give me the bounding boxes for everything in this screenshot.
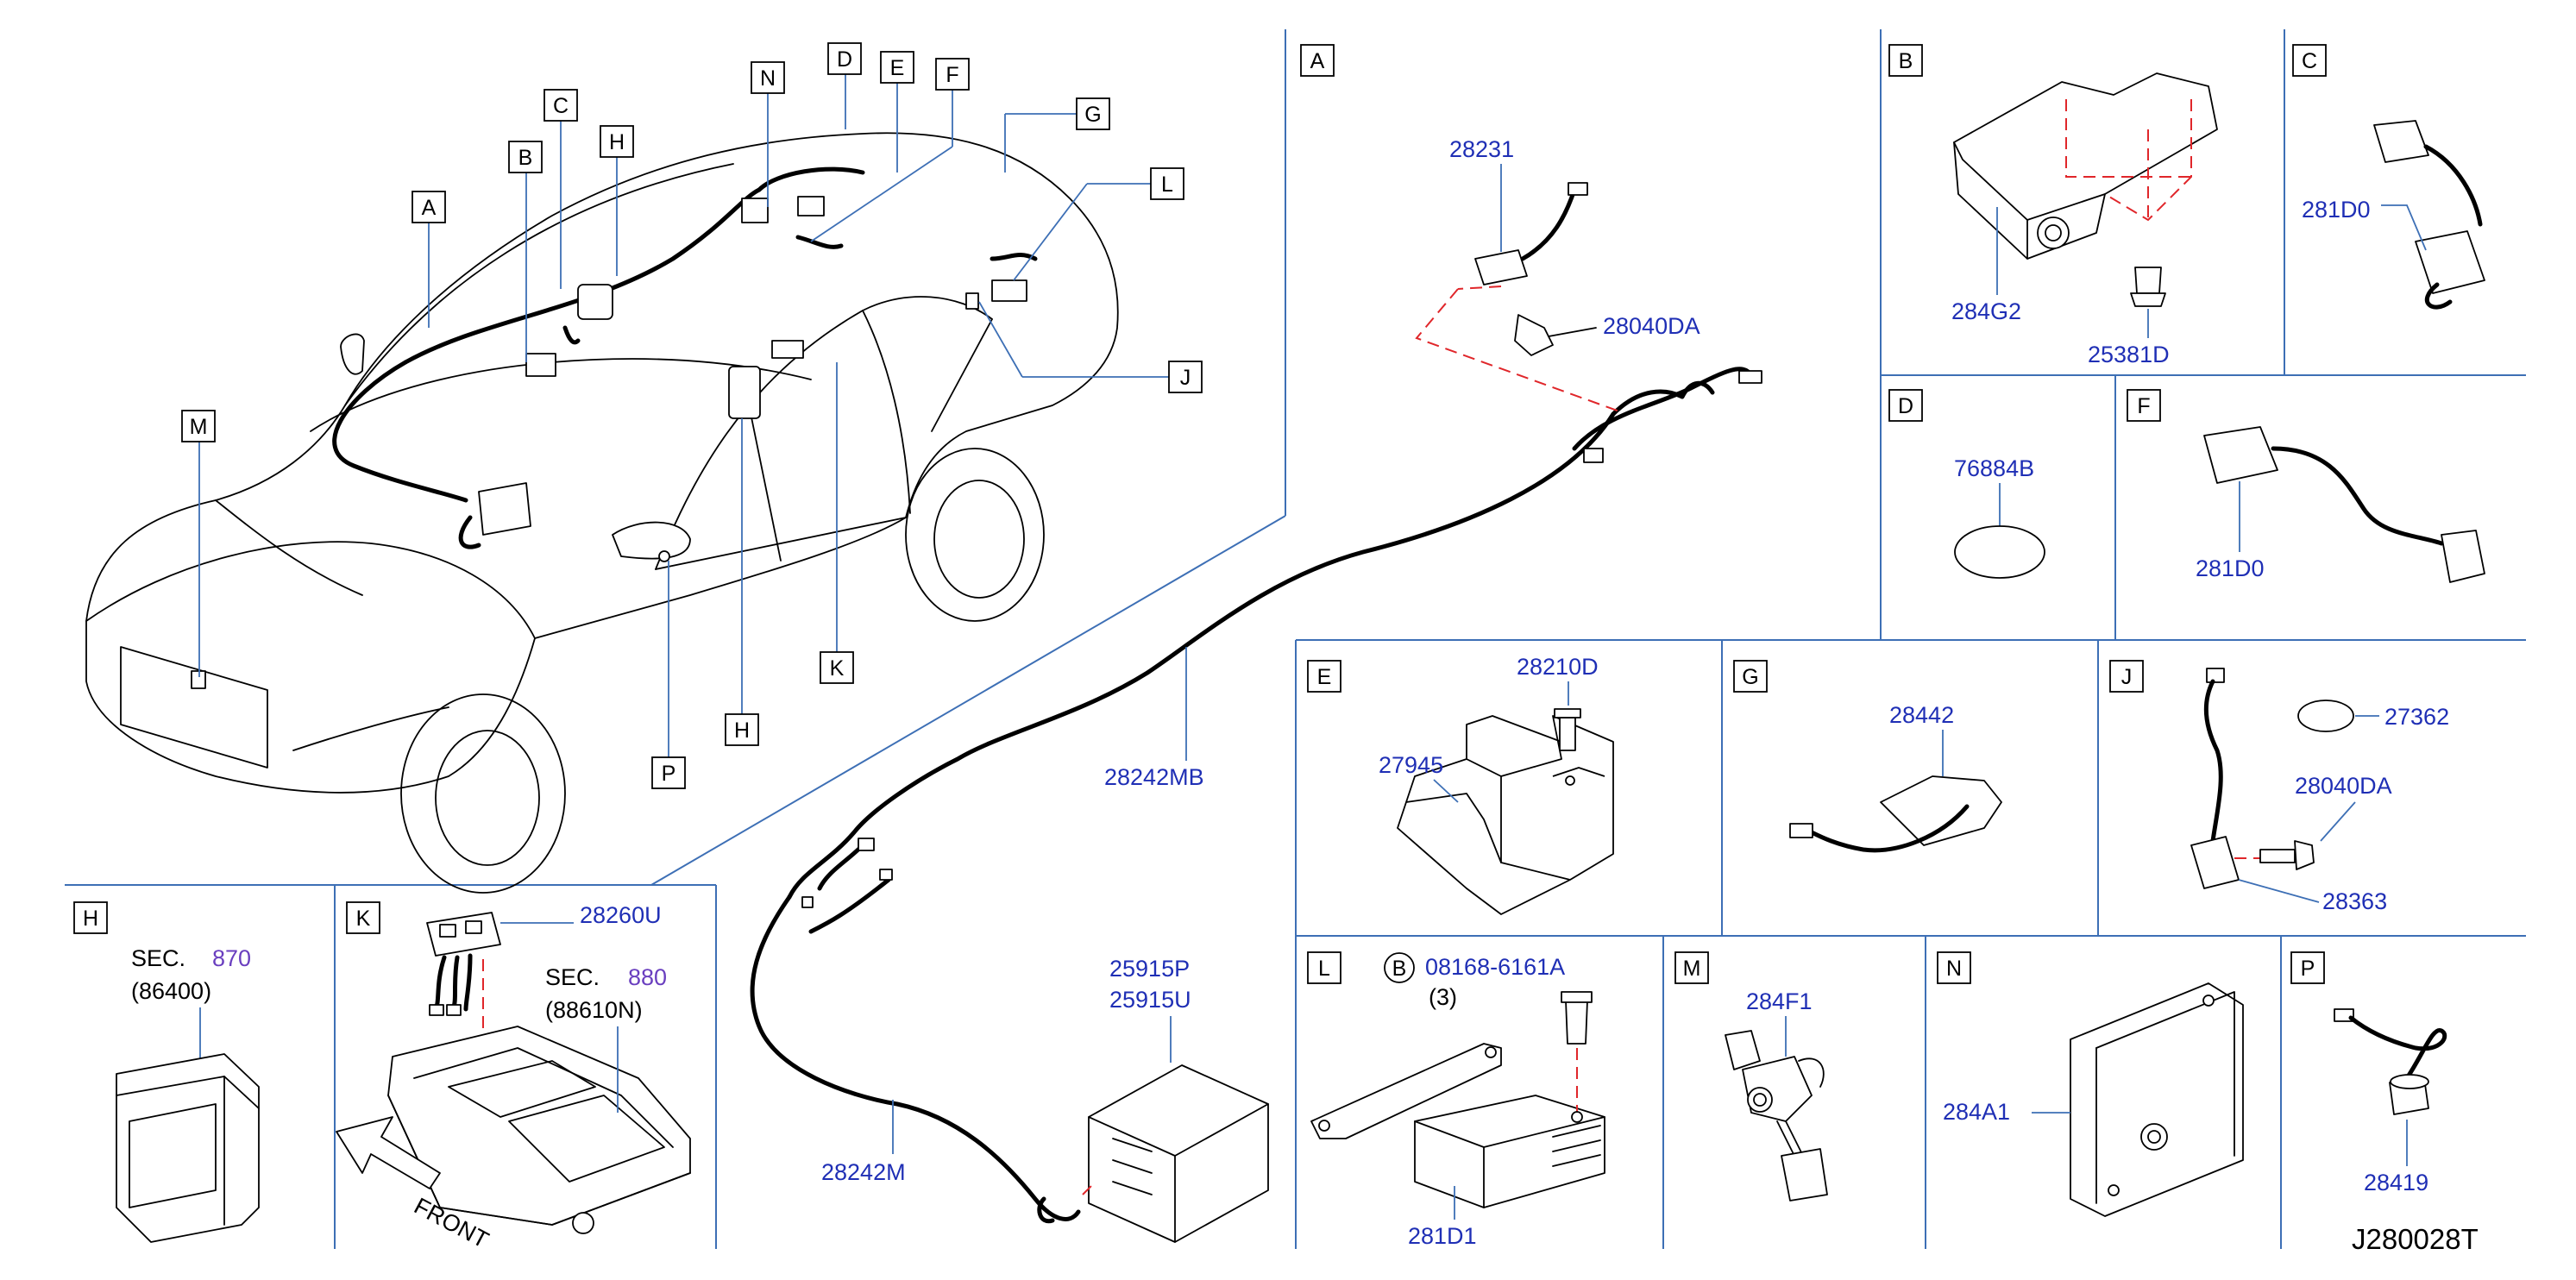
panel-p: P 28419 bbox=[2290, 951, 2447, 1195]
callout-box-h-pillar: H bbox=[725, 713, 759, 746]
svg-text:284A1: 284A1 bbox=[1943, 1099, 2010, 1125]
svg-text:SEC.: SEC. bbox=[545, 964, 600, 990]
svg-text:870: 870 bbox=[212, 945, 251, 971]
svg-text:A: A bbox=[422, 196, 437, 220]
svg-text:28442: 28442 bbox=[1889, 702, 1954, 728]
svg-text:G: G bbox=[1742, 665, 1758, 689]
callout-box-k: K bbox=[820, 651, 854, 684]
svg-text:25915U: 25915U bbox=[1109, 987, 1191, 1013]
harness-28242mb-tail bbox=[1572, 367, 1754, 451]
harness-28242mb bbox=[787, 411, 1616, 900]
panel-f: F 281D0 bbox=[2127, 389, 2485, 583]
svg-text:28210D: 28210D bbox=[1517, 654, 1599, 680]
car-callout-leaders bbox=[198, 74, 1169, 757]
svg-text:B: B bbox=[1392, 957, 1407, 981]
svg-text:H: H bbox=[734, 718, 750, 743]
svg-text:28231: 28231 bbox=[1449, 136, 1514, 162]
panel-j: J 27362 28040DA 28363 bbox=[2109, 660, 2449, 914]
svg-text:M: M bbox=[190, 415, 208, 439]
harness-28242m bbox=[750, 894, 1081, 1221]
svg-text:B: B bbox=[518, 146, 533, 170]
svg-text:P: P bbox=[2301, 957, 2315, 981]
panel-l: L B 08168-6161A (3) 281D1 bbox=[1307, 951, 1605, 1249]
callout-box-b: B bbox=[508, 141, 543, 173]
svg-text:C: C bbox=[553, 94, 569, 118]
svg-text:A: A bbox=[1310, 49, 1325, 73]
callout-box-d: D bbox=[827, 42, 862, 75]
svg-text:E: E bbox=[1317, 665, 1332, 689]
svg-text:F: F bbox=[2137, 394, 2150, 418]
svg-text:K: K bbox=[356, 907, 371, 931]
svg-text:H: H bbox=[609, 130, 625, 154]
svg-text:284G2: 284G2 bbox=[1951, 298, 2021, 324]
callout-box-e: E bbox=[880, 51, 914, 84]
panel-m: M 284F1 bbox=[1674, 951, 1828, 1202]
callout-box-c: C bbox=[543, 89, 578, 122]
svg-text:28419: 28419 bbox=[2364, 1170, 2428, 1195]
svg-text:27362: 27362 bbox=[2384, 704, 2449, 730]
panel-d: D 76884B bbox=[1888, 389, 2045, 579]
svg-text:(88610N): (88610N) bbox=[545, 997, 643, 1023]
svg-text:880: 880 bbox=[628, 964, 667, 990]
svg-text:SEC.: SEC. bbox=[131, 945, 185, 971]
svg-text:(86400): (86400) bbox=[131, 978, 211, 1004]
svg-text:B: B bbox=[1899, 49, 1913, 73]
svg-text:C: C bbox=[2302, 49, 2317, 73]
callout-box-h-roof: H bbox=[600, 125, 634, 158]
svg-text:N: N bbox=[1946, 957, 1962, 981]
svg-text:P: P bbox=[662, 762, 676, 786]
svg-text:D: D bbox=[1898, 394, 1913, 418]
svg-text:281D0: 281D0 bbox=[2302, 197, 2371, 223]
svg-text:28260U: 28260U bbox=[580, 902, 662, 928]
svg-text:08168-6161A: 08168-6161A bbox=[1425, 954, 1565, 980]
diagram-ref: J280028T bbox=[2352, 1223, 2479, 1255]
panel-h: H SEC. 870 (86400) bbox=[73, 901, 260, 1243]
svg-text:28040DA: 28040DA bbox=[1603, 313, 1700, 339]
svg-text:25381D: 25381D bbox=[2088, 342, 2170, 367]
svg-text:E: E bbox=[890, 56, 905, 80]
callout-box-g: G bbox=[1076, 97, 1110, 130]
svg-text:H: H bbox=[83, 907, 98, 931]
svg-text:281D0: 281D0 bbox=[2196, 555, 2265, 581]
panel-c: C 281D0 bbox=[2292, 44, 2485, 310]
svg-text:N: N bbox=[760, 66, 776, 91]
svg-text:M: M bbox=[1683, 957, 1701, 981]
callout-box-j: J bbox=[1168, 361, 1203, 393]
svg-text:28242MB: 28242MB bbox=[1104, 764, 1204, 790]
svg-text:G: G bbox=[1084, 103, 1101, 127]
svg-text:F: F bbox=[946, 63, 958, 87]
svg-text:281D1: 281D1 bbox=[1408, 1223, 1477, 1249]
svg-text:28242M: 28242M bbox=[821, 1159, 906, 1185]
car-overview bbox=[85, 132, 1119, 894]
panel-frames bbox=[65, 29, 2526, 1249]
svg-text:D: D bbox=[837, 47, 852, 72]
svg-text:L: L bbox=[1318, 957, 1330, 981]
svg-text:(3): (3) bbox=[1429, 984, 1457, 1010]
svg-text:284F1: 284F1 bbox=[1746, 988, 1813, 1014]
callout-box-l: L bbox=[1150, 167, 1184, 200]
svg-text:25915P: 25915P bbox=[1109, 956, 1190, 982]
callout-box-m: M bbox=[181, 410, 216, 442]
panel-g: G 28442 bbox=[1733, 660, 2002, 853]
svg-text:J: J bbox=[1180, 366, 1191, 390]
svg-text:J: J bbox=[2121, 665, 2133, 689]
svg-text:28040DA: 28040DA bbox=[2295, 773, 2392, 799]
callout-box-n: N bbox=[751, 61, 785, 94]
panel-n: N 284A1 bbox=[1937, 951, 2244, 1217]
panel-b: B 284G2 25381D bbox=[1888, 44, 2218, 367]
panel-e: E 28210D 27945 bbox=[1307, 654, 1614, 915]
svg-text:K: K bbox=[830, 656, 845, 681]
svg-text:28363: 28363 bbox=[2322, 888, 2387, 914]
svg-text:L: L bbox=[1161, 173, 1173, 197]
panel-k: K 28260U SEC. 880 (88610N) FRONT bbox=[336, 901, 691, 1253]
car-callout-boxes: A B C H M N D E F G L J K H P bbox=[181, 42, 1203, 789]
svg-text:27945: 27945 bbox=[1379, 752, 1443, 778]
svg-text:76884B: 76884B bbox=[1954, 455, 2034, 481]
callout-box-a: A bbox=[412, 191, 446, 223]
panel-a: A 28231 28040DA 28242MB bbox=[750, 44, 1762, 1243]
callout-box-f: F bbox=[935, 58, 970, 91]
callout-box-p: P bbox=[651, 756, 686, 789]
